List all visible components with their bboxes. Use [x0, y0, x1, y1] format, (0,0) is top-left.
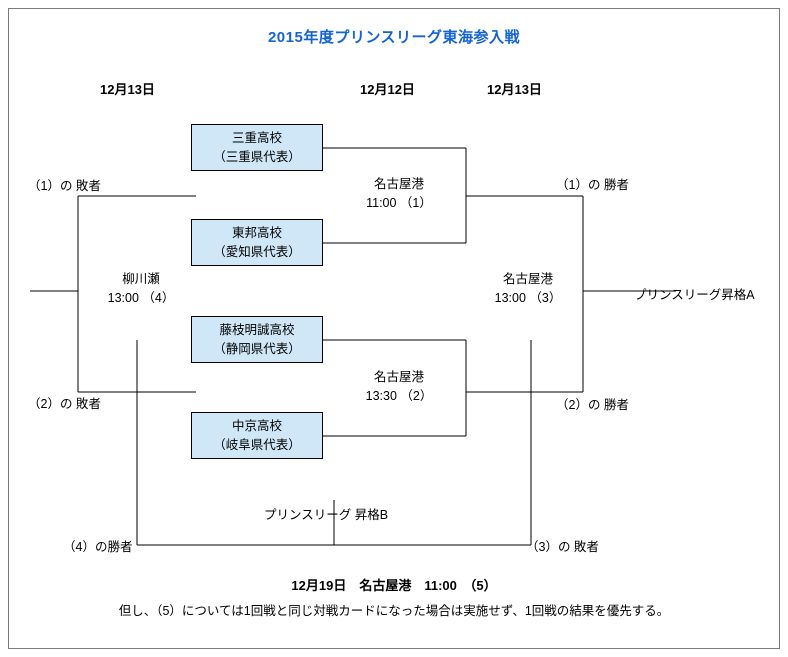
- match-time-2: 13:30 （2）: [365, 388, 433, 403]
- label-promotion-a: プリンスリーグ昇格A: [634, 288, 755, 302]
- label-winner-match4: （4）の勝者: [63, 540, 133, 554]
- match-label-4: 柳川瀬 13:00 （4）: [76, 270, 206, 308]
- match-label-2: 名古屋港 13:30 （2）: [334, 368, 464, 406]
- footer-match5-info: 12月19日 名古屋港 11:00 （5）: [291, 578, 497, 593]
- team-name-4: 中京高校: [231, 419, 282, 434]
- match-venue-2: 名古屋港: [373, 370, 424, 384]
- team-region-1: （三重県代表）: [213, 149, 301, 164]
- match-venue-3: 名古屋港: [502, 272, 553, 286]
- label-winner-match1: （1）の 勝者: [556, 178, 629, 192]
- team-box-2[interactable]: 東邦高校 （愛知県代表）: [191, 219, 323, 266]
- match-venue-1: 名古屋港: [373, 177, 424, 191]
- date-header-center: 12月12日: [360, 82, 415, 97]
- label-winner-match2: （2）の 勝者: [556, 398, 629, 412]
- team-name-3: 藤枝明誠高校: [219, 323, 295, 338]
- team-name-1: 三重高校: [231, 131, 282, 146]
- label-loser-match2: （2）の 敗者: [28, 397, 101, 411]
- team-region-4: （岐阜県代表）: [213, 437, 301, 452]
- team-box-3[interactable]: 藤枝明誠高校 （静岡県代表）: [191, 316, 323, 363]
- team-region-2: （愛知県代表）: [213, 244, 301, 259]
- team-box-1[interactable]: 三重高校 （三重県代表）: [191, 124, 323, 171]
- match-time-3: 13:00 （3）: [494, 290, 562, 305]
- label-loser-match3: （3）の 敗者: [526, 540, 599, 554]
- label-promotion-b: プリンスリーグ 昇格B: [264, 508, 389, 522]
- team-region-3: （静岡県代表）: [213, 341, 301, 356]
- date-header-right: 12月13日: [487, 82, 542, 97]
- team-box-4[interactable]: 中京高校 （岐阜県代表）: [191, 412, 323, 459]
- match-time-1: 11:00 （1）: [366, 195, 432, 210]
- label-loser-match1: （1）の 敗者: [28, 179, 101, 193]
- page-title: 2015年度プリンスリーグ東海参入戦: [267, 29, 521, 46]
- match-time-4: 13:00 （4）: [107, 290, 175, 305]
- match-label-3: 名古屋港 13:00 （3）: [463, 270, 593, 308]
- match-label-1: 名古屋港 11:00 （1）: [334, 175, 464, 213]
- footer-note: 但し、（5）については1回戦と同じ対戦カードになった場合は実施せず、1回戦の結果…: [118, 604, 670, 618]
- match-venue-4: 柳川瀬: [122, 272, 160, 286]
- team-name-2: 東邦高校: [231, 226, 282, 241]
- date-header-left: 12月13日: [100, 82, 155, 97]
